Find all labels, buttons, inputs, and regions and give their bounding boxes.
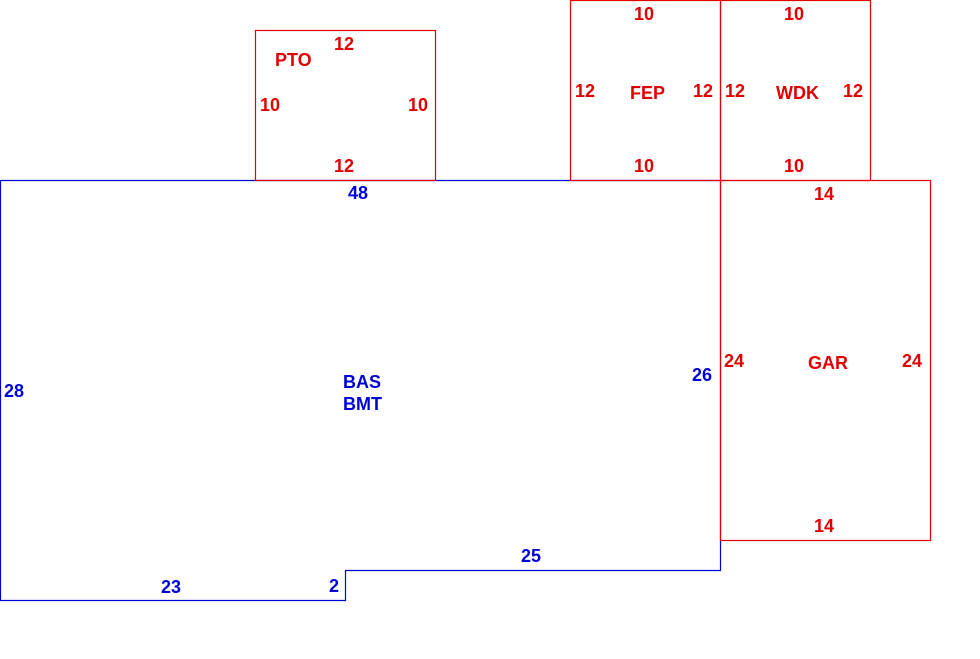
fep-left-dim: 12 [575, 81, 595, 101]
wdk-bottom-dim: 10 [784, 156, 804, 176]
area-wdk: WDK 10 10 12 12 [719, 0, 872, 182]
bas-right-dim: 26 [692, 365, 712, 385]
gar-bottom-dim: 14 [814, 516, 834, 536]
gar-label: GAR [808, 353, 848, 373]
bas-left-dim: 28 [4, 381, 24, 401]
bas-top-dim: 48 [348, 183, 368, 203]
fep-label: FEP [630, 83, 665, 103]
wdk-right-dim: 12 [843, 81, 863, 101]
bas-bottom-left-dim: 23 [161, 577, 181, 597]
pto-bottom-dim: 12 [334, 156, 354, 176]
gar-outline [719, 179, 932, 542]
gar-left-dim: 24 [724, 351, 744, 371]
area-gar: GAR 14 14 24 24 [719, 179, 932, 542]
bmt-label: BMT [343, 394, 382, 414]
wdk-label: WDK [776, 83, 819, 103]
wdk-left-dim: 12 [725, 81, 745, 101]
pto-label: PTO [275, 50, 312, 70]
area-bas: 48 28 26 25 2 23 BAS BMT [0, 179, 722, 602]
area-fep: FEP 10 10 12 12 [569, 0, 722, 182]
fep-right-dim: 12 [693, 81, 713, 101]
bas-bottom-right-dim: 25 [521, 546, 541, 566]
gar-right-dim: 24 [902, 351, 922, 371]
pto-left-dim: 10 [260, 95, 280, 115]
bas-label: BAS [343, 372, 381, 392]
area-pto: PTO 12 12 10 10 [254, 29, 437, 182]
pto-top-dim: 12 [334, 34, 354, 54]
pto-right-dim: 10 [408, 95, 428, 115]
wdk-top-dim: 10 [784, 4, 804, 24]
fep-top-dim: 10 [634, 4, 654, 24]
fep-bottom-dim: 10 [634, 156, 654, 176]
pto-outline [254, 29, 437, 182]
bas-step-dim: 2 [329, 576, 339, 596]
gar-top-dim: 14 [814, 184, 834, 204]
